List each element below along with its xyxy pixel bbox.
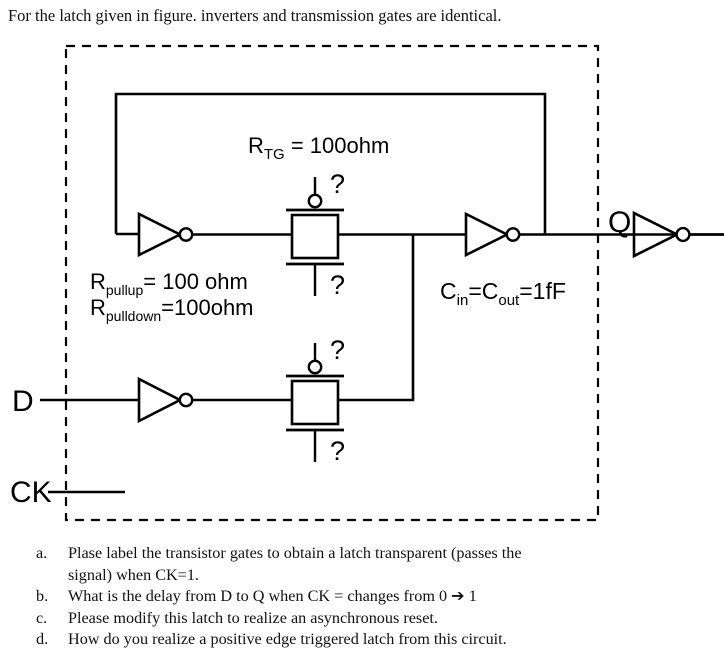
sub-question-list: a. Plase label the transistor gates to o… bbox=[0, 543, 724, 651]
input-label-d: D bbox=[12, 385, 34, 418]
list-item: signal) when CK=1. bbox=[0, 565, 724, 587]
annotation-rtg-subscript: TG bbox=[264, 146, 285, 163]
input-label-ck: CK bbox=[10, 476, 52, 509]
annotation-rpullup-value: = 100 ohm bbox=[143, 269, 248, 294]
inverter-external-triangle bbox=[632, 210, 680, 259]
transmission-gate-top-body bbox=[290, 213, 340, 260]
annotation-cap-sub2: out bbox=[498, 292, 520, 309]
circuit-svg: ? ? Q D ? ? CK bbox=[10, 44, 724, 522]
list-item: b. What is the delay from D to Q when CK… bbox=[0, 586, 724, 608]
annotation-rpullup-subscript: pullup bbox=[106, 282, 144, 298]
list-item: d. How do you realize a positive edge tr… bbox=[0, 629, 724, 651]
list-item: a. Plase label the transistor gates to o… bbox=[0, 543, 724, 565]
list-item: c. Please modify this latch to realize a… bbox=[0, 608, 724, 630]
inverter-feedback-bubble bbox=[178, 227, 194, 242]
transmission-gate-bottom-pmos-bubble bbox=[307, 359, 323, 375]
annotation-cap-sub1: in bbox=[457, 292, 469, 309]
inverter-external-bubble bbox=[675, 226, 691, 243]
node-label-q: Q bbox=[608, 206, 631, 239]
list-item-marker: c. bbox=[36, 608, 48, 627]
annotation-cap-c1: C bbox=[440, 278, 457, 304]
list-item-text: How do you realize a positive edge trigg… bbox=[68, 630, 507, 648]
annotation-rpulldown-symbol: R bbox=[90, 295, 106, 320]
list-item-text: Please modify this latch to realize an a… bbox=[68, 608, 438, 627]
transmission-gate-top-nmos-label: ? bbox=[330, 270, 345, 300]
annotation-rpulldown: Rpulldown=100ohm bbox=[90, 295, 254, 324]
transmission-gate-bottom-body bbox=[290, 379, 340, 426]
annotation-capacitance: Cin=Cout=1fF bbox=[440, 278, 566, 309]
transmission-gate-top-pmos-bubble bbox=[307, 193, 323, 209]
transmission-gate-bottom-nmos-label: ? bbox=[330, 436, 345, 466]
annotation-rpullup-symbol: R bbox=[90, 269, 106, 294]
list-item-text: signal) when CK=1. bbox=[68, 565, 199, 584]
question-prompt: For the latch given in figure. inverters… bbox=[8, 6, 502, 25]
inverter-input-bubble bbox=[178, 392, 194, 408]
list-item-marker: b. bbox=[36, 587, 49, 605]
inverter-feedback-triangle bbox=[137, 211, 183, 258]
list-item-text: Plase label the transistor gates to obta… bbox=[68, 544, 522, 562]
list-item-marker: a. bbox=[36, 544, 48, 562]
list-item-text: What is the delay from D to Q when CK = … bbox=[68, 587, 477, 605]
inverter-output-bubble bbox=[505, 227, 521, 242]
annotation-rtg-symbol: R bbox=[248, 133, 264, 158]
annotation-rpulldown-value: =100ohm bbox=[161, 295, 253, 320]
feedback-wire bbox=[114, 92, 547, 234]
wire-tg-bottom-to-storage-node bbox=[338, 234, 415, 402]
inverter-input-triangle bbox=[137, 376, 183, 424]
latch-boundary-dashed-box bbox=[64, 44, 600, 522]
annotation-rtg: RTG = 100ohm bbox=[248, 133, 389, 163]
latch-circuit-figure: ? ? Q D ? ? CK bbox=[0, 34, 724, 534]
transmission-gate-bottom-pmos-label: ? bbox=[330, 335, 345, 365]
annotation-rpullup: Rpullup= 100 ohm bbox=[90, 269, 248, 298]
annotation-cap-eq2: =1fF bbox=[519, 278, 566, 304]
annotation-rpulldown-subscript: pulldown bbox=[106, 308, 161, 324]
transmission-gate-top-pmos-label: ? bbox=[330, 169, 345, 199]
annotation-cap-eq1: =C bbox=[468, 278, 498, 304]
annotation-rtg-value: = 100ohm bbox=[285, 133, 390, 158]
list-item-marker: d. bbox=[36, 630, 49, 648]
inverter-output-triangle bbox=[464, 211, 510, 258]
